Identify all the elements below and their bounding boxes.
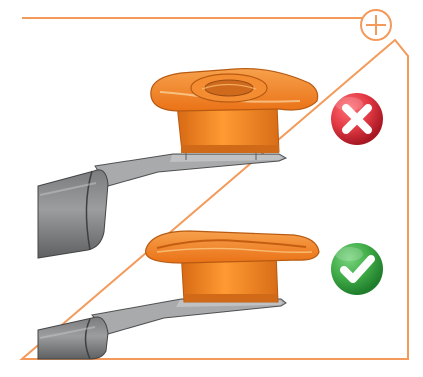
tool-handle-top: [38, 170, 108, 258]
orange-cap-top: [151, 69, 318, 153]
tool-blade-top: [95, 151, 286, 186]
tool-blade-bottom: [92, 299, 286, 334]
correct-placement-example: [38, 231, 386, 359]
incorrect-placement-example: [38, 69, 386, 258]
orange-cap-bottom: [146, 231, 319, 302]
tool-handle-bottom: [38, 317, 108, 359]
plus-circle-icon: [361, 10, 391, 40]
check-mark-icon: [328, 240, 386, 298]
x-mark-icon: [328, 90, 386, 148]
